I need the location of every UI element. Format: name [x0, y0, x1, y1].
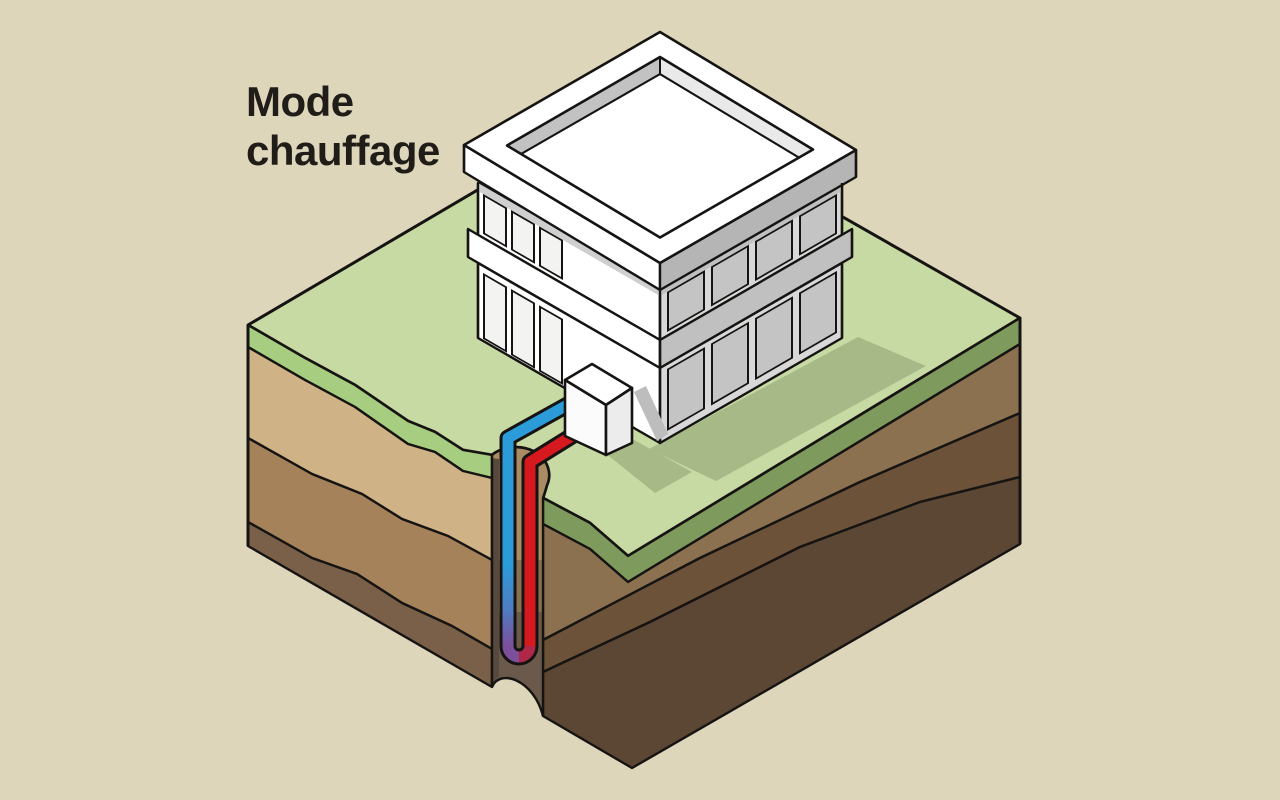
building-shadow: [649, 337, 926, 481]
heat-pump-unit: [563, 362, 634, 457]
soil-left-face: [246, 323, 494, 689]
window: [483, 272, 507, 353]
window: [483, 193, 507, 248]
upper-windows-left: [483, 193, 563, 281]
ground-windows-left: [483, 272, 563, 386]
unit-shadow: [604, 440, 692, 493]
borehole-left-shade: [492, 458, 499, 684]
window: [511, 210, 535, 264]
cold-pipe: [502, 394, 581, 567]
window: [667, 270, 705, 332]
window: [539, 305, 563, 386]
title-line-2: chauffage: [246, 127, 440, 174]
under-roof-shadow-left: [478, 183, 660, 296]
window: [711, 244, 749, 307]
window: [711, 321, 749, 406]
unit-right-face: [604, 386, 634, 457]
diagram-title: Mode chauffage: [246, 78, 440, 174]
window: [755, 296, 793, 381]
upper-windows-right: [667, 193, 837, 332]
u-bend-warm-side: [518, 645, 536, 663]
window: [755, 219, 793, 282]
window: [539, 226, 563, 281]
window: [799, 270, 837, 355]
u-bend-cold-side: [502, 645, 520, 663]
soil-layer-dark-left: [246, 520, 494, 689]
ground-windows-right: [667, 270, 837, 431]
window: [799, 193, 837, 256]
window: [667, 347, 705, 431]
window: [511, 289, 535, 369]
soil-right-face: [541, 316, 1022, 770]
title-line-1: Mode: [246, 78, 354, 125]
roof: [462, 30, 858, 292]
office-building: [462, 30, 858, 445]
unit-wall-shadow: [634, 386, 668, 441]
